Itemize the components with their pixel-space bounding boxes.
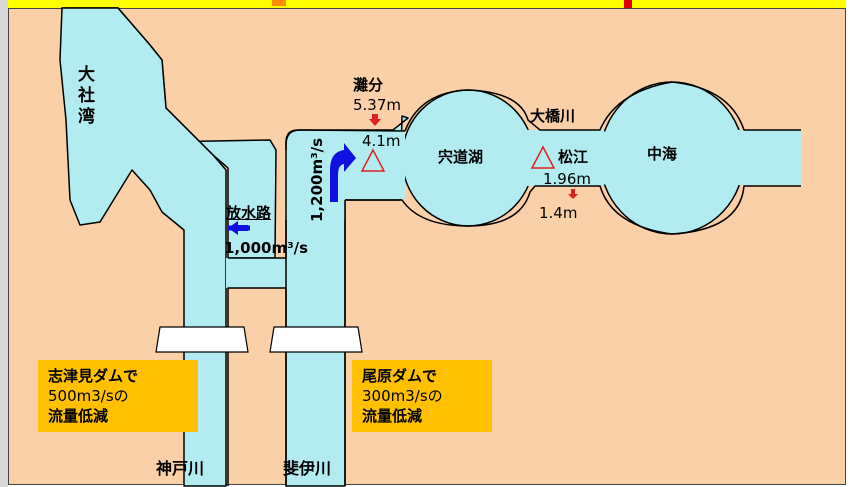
obara-dam-note: 尾原ダムで 300m3/sの 流量低減 [352, 360, 492, 432]
obara-dam-gate [269, 326, 363, 353]
diversion-amount: 1,000m³/s [224, 239, 309, 257]
ohashi-river-label: 大橋川 [530, 107, 576, 125]
nada-triangle-marker-icon [360, 148, 386, 172]
hii-flow-label: 1,200m³/s [308, 137, 326, 222]
matsue-triangle-marker-icon [530, 145, 556, 169]
shinji-lake-label: 宍道湖 [438, 148, 484, 166]
kando-river-label: 神戸川 [156, 459, 205, 478]
matsue-level-high: 1.96m [543, 170, 592, 188]
header-title-fragment-red [624, 0, 632, 8]
shitsumi-dam-note: 志津見ダムで 500m3/sの 流量低減 [38, 360, 198, 432]
header-title-fragment [272, 0, 286, 6]
matsue-red-down-arrow-icon [568, 189, 578, 199]
nada-level-low: 4.1m [362, 132, 401, 150]
nakaumi-label: 中海 [647, 145, 678, 163]
taisha-bay-label: 大 社 湾 [78, 65, 95, 127]
matsue-level-low: 1.4m [539, 204, 578, 222]
left-scroll-strip [0, 0, 8, 487]
shitsumi-dam-gate [155, 326, 249, 353]
matsue-station-name: 松江 [558, 148, 589, 166]
diagram-frame [8, 8, 846, 485]
nada-level-high: 5.37m [353, 96, 402, 114]
header-strip [8, 0, 846, 8]
nada-red-down-arrow-icon [369, 114, 381, 126]
hii-river-label: 斐伊川 [283, 459, 332, 478]
blue-curved-arrow-icon [330, 143, 356, 202]
diversion-name: 放水路 [226, 204, 272, 222]
nada-station-name: 灘分 [353, 76, 384, 94]
